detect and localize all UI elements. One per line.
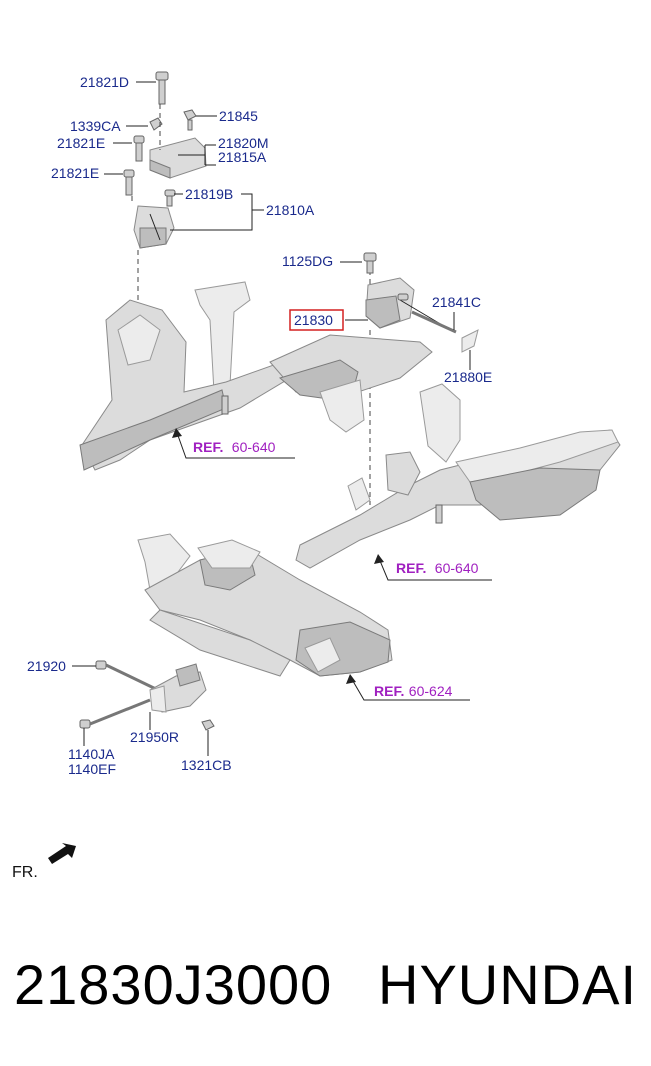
mount-21830 — [365, 277, 455, 333]
label-1321CB: 1321CB — [181, 757, 232, 773]
arrowhead — [346, 674, 356, 684]
label-1140EF: 1140EF — [68, 761, 116, 777]
label-1140JA: 1140JA — [68, 746, 115, 762]
ref-number: 60-624 — [409, 683, 453, 699]
ref-label-60-624[interactable]: REF. 60-624 — [374, 683, 453, 700]
ref-label-60-640-right[interactable]: REF. 60-640 — [396, 560, 479, 577]
bolt-21821E-lower — [123, 169, 135, 196]
arrowhead — [374, 554, 384, 564]
label-1125DG: 1125DG — [282, 253, 333, 269]
ref-number: 60-640 — [232, 439, 276, 455]
label-21880E: 21880E — [444, 369, 492, 385]
parts-diagram: 21821D 1339CA 21845 21821E 21820M 21815A… — [12, 71, 621, 881]
roll-stop-21950R — [149, 663, 207, 713]
front-crossmember — [137, 533, 393, 677]
ref-prefix: REF. — [374, 683, 404, 699]
stud-21841C — [411, 310, 457, 334]
ref-number: 60-640 — [435, 560, 479, 576]
label-21821E-upper: 21821E — [57, 135, 105, 151]
nut-21845 — [183, 109, 197, 131]
nut-1321CB — [201, 719, 215, 731]
bolt-21920 — [95, 660, 159, 692]
right-side-member — [295, 383, 621, 569]
mount-21810A — [133, 205, 175, 249]
label-1339CA: 1339CA — [70, 118, 121, 134]
nut-1339CA — [149, 117, 163, 131]
brand-name: HYUNDAI — [378, 953, 638, 1016]
bolt-21821E-upper — [133, 135, 145, 162]
ref-label-60-640-left[interactable]: REF. 60-640 — [193, 439, 276, 456]
bracket-21820M — [149, 137, 207, 179]
leader-lines — [72, 81, 492, 756]
bolt-21819B — [164, 189, 176, 207]
label-21819B: 21819B — [185, 186, 233, 202]
left-side-member — [79, 281, 433, 471]
part-number: 21830J3000 — [14, 953, 333, 1016]
bolt-21821D — [155, 71, 169, 105]
label-21830: 21830 — [294, 312, 333, 328]
highlight-box-21830 — [289, 309, 344, 331]
front-direction-arrow-icon — [48, 843, 76, 864]
label-21845: 21845 — [219, 108, 258, 124]
label-21920: 21920 — [27, 658, 66, 674]
arrowhead — [172, 428, 182, 438]
label-21820M: 21820M — [218, 135, 269, 151]
front-direction-label: FR. — [12, 864, 38, 881]
bracket-21880E — [461, 329, 479, 353]
footer: 21830J3000 HYUNDAI — [0, 940, 651, 1040]
label-21810A: 21810A — [266, 202, 315, 218]
label-21821E-lower: 21821E — [51, 165, 99, 181]
ref-prefix: REF. — [396, 560, 426, 576]
bolt-1125DG — [363, 252, 377, 274]
label-21815A: 21815A — [218, 149, 267, 165]
bolt-1140JA — [79, 698, 151, 729]
label-21821D: 21821D — [80, 74, 129, 90]
ref-prefix: REF. — [193, 439, 223, 455]
label-21841C: 21841C — [432, 294, 481, 310]
label-21950R: 21950R — [130, 729, 179, 745]
